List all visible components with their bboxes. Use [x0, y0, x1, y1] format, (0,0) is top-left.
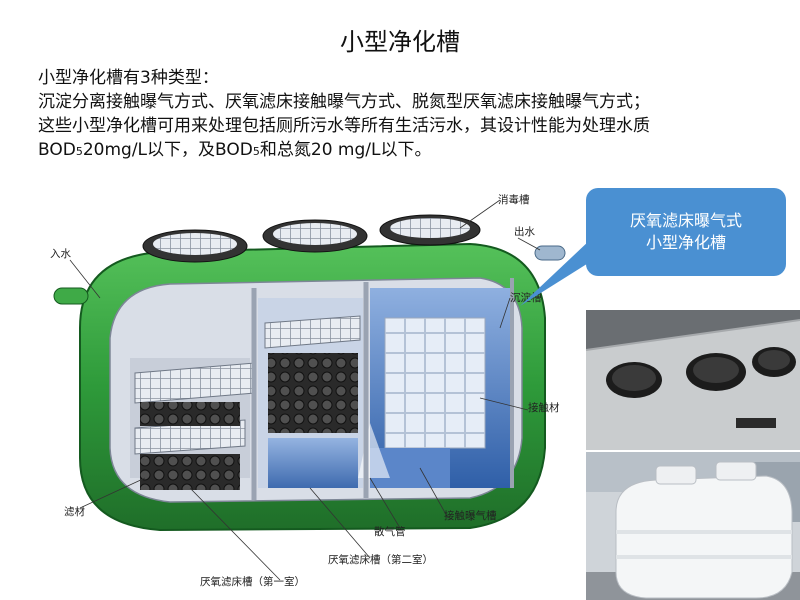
frp-tank-photo — [586, 452, 800, 600]
description-part-3: 和总氮20 mg/L以下。 — [259, 140, 432, 160]
description-part-1: 这些小型净化槽可用来处理包括厕所污水等所有生活污水，其设计性能为处理水质BOD — [38, 116, 650, 160]
description-line: 这些小型净化槽可用来处理包括厕所污水等所有生活污水，其设计性能为处理水质BOD5… — [38, 114, 738, 164]
page-title: 小型净化槽 — [340, 28, 460, 56]
description-part-2: 20mg/L以下，及BOD — [82, 140, 253, 160]
bod-subscript-2: 5 — [252, 145, 260, 158]
tank-illustration — [53, 199, 566, 581]
bod-subscript-1: 5 — [75, 145, 83, 158]
label-diffuser-pipe: 散气管 — [374, 526, 406, 538]
intro-line: 小型净化槽有3种类型： — [38, 68, 219, 88]
types-line: 沉淀分离接触曝气方式、厌氧滤床接触曝气方式、脱氮型厌氧滤床接触曝气方式； — [38, 92, 650, 112]
label-inlet: 入水 — [50, 248, 71, 260]
body-text: 小型净化槽有3种类型： 沉淀分离接触曝气方式、厌氧滤床接触曝气方式、脱氮型厌氧滤… — [38, 66, 738, 164]
callout-line-1: 厌氧滤床曝气式 — [629, 211, 742, 230]
installed-tank-photo — [586, 310, 800, 450]
callout-line-2: 小型净化槽 — [645, 233, 726, 252]
label-outlet: 出水 — [514, 226, 535, 238]
label-anaerobic-filter-chamber-2: 厌氧滤床槽（第二室） — [328, 554, 433, 566]
label-contact-media: 接触材 — [528, 402, 560, 414]
label-filter-media: 滤材 — [64, 506, 85, 518]
label-anaerobic-filter-chamber-1: 厌氧滤床槽（第一室） — [200, 576, 305, 588]
septic-tank-cutaway-diagram: 消毒槽 入水 出水 沉淀槽 接触材 滤材 接触曝气槽 散气管 厌氧滤床槽（第二室… — [40, 188, 580, 600]
label-disinfection-tank: 消毒槽 — [498, 194, 530, 206]
callout-bubble: 厌氧滤床曝气式 小型净化槽 — [586, 188, 786, 276]
label-contact-aeration-tank: 接触曝气槽 — [444, 510, 497, 522]
callout-pointer — [520, 240, 590, 306]
